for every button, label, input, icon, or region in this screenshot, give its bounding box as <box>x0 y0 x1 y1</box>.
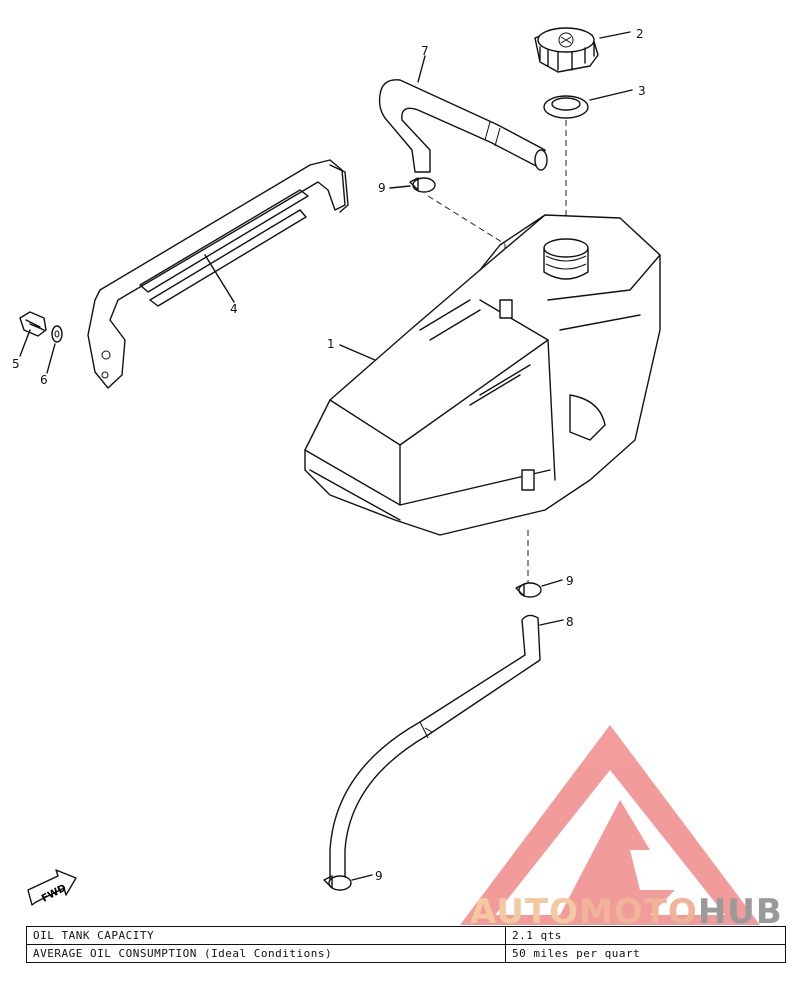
filler-cap <box>534 27 599 73</box>
callout-1: 1 <box>327 337 335 351</box>
leader-9-lower <box>351 874 373 881</box>
leader-9-middle <box>541 579 563 587</box>
hose-clip-middle <box>515 582 542 598</box>
callout-9-upper: 9 <box>378 181 386 195</box>
callout-9-lower: 9 <box>375 869 383 883</box>
callout-7: 7 <box>421 44 429 58</box>
spec-label-consumption: AVERAGE OIL CONSUMPTION (Ideal Condition… <box>26 944 506 963</box>
leader-3 <box>589 89 633 101</box>
tank-bracket <box>87 159 349 389</box>
spec-value-capacity: 2.1 qts <box>505 926 786 945</box>
hose-clip-lower <box>323 875 352 891</box>
spec-value-consumption: 50 miles per quart <box>505 944 786 963</box>
hose-clip-upper <box>409 177 436 193</box>
breather-hose <box>378 79 548 173</box>
callout-9-middle: 9 <box>566 574 574 588</box>
leader-6 <box>46 343 56 374</box>
leader-9-upper <box>389 185 411 189</box>
bracket-bolt <box>19 311 47 337</box>
fwd-arrow-icon: FWD <box>27 869 77 906</box>
leader-5 <box>19 329 31 357</box>
callout-6: 6 <box>40 373 48 387</box>
callout-4: 4 <box>230 302 238 316</box>
leader-8 <box>539 619 564 626</box>
watermark-part-a: AUTO <box>470 892 579 932</box>
leader-1 <box>339 344 376 361</box>
spec-table: OIL TANK CAPACITY 2.1 qts AVERAGE OIL CO… <box>26 926 786 963</box>
table-row: AVERAGE OIL CONSUMPTION (Ideal Condition… <box>26 944 786 963</box>
watermark-wordmark: AUTOMOTOHUB <box>470 895 783 929</box>
callout-3: 3 <box>638 84 646 98</box>
table-row: OIL TANK CAPACITY 2.1 qts <box>26 926 786 945</box>
feed-hose <box>329 614 541 883</box>
callout-2: 2 <box>636 27 644 41</box>
spec-label-capacity: OIL TANK CAPACITY <box>26 926 506 945</box>
watermark-logo <box>460 725 760 925</box>
breather-centerline <box>427 195 506 245</box>
seal-ring <box>543 95 589 119</box>
leader-2 <box>599 31 631 39</box>
leader-7 <box>417 55 426 83</box>
oil-tank <box>304 214 661 536</box>
callout-8: 8 <box>566 615 574 629</box>
watermark-part-b: MOTO <box>578 892 698 932</box>
bracket-washer <box>51 325 63 343</box>
callout-5: 5 <box>12 357 20 371</box>
watermark-part-c: HUB <box>697 892 783 932</box>
leader-4 <box>204 254 235 303</box>
